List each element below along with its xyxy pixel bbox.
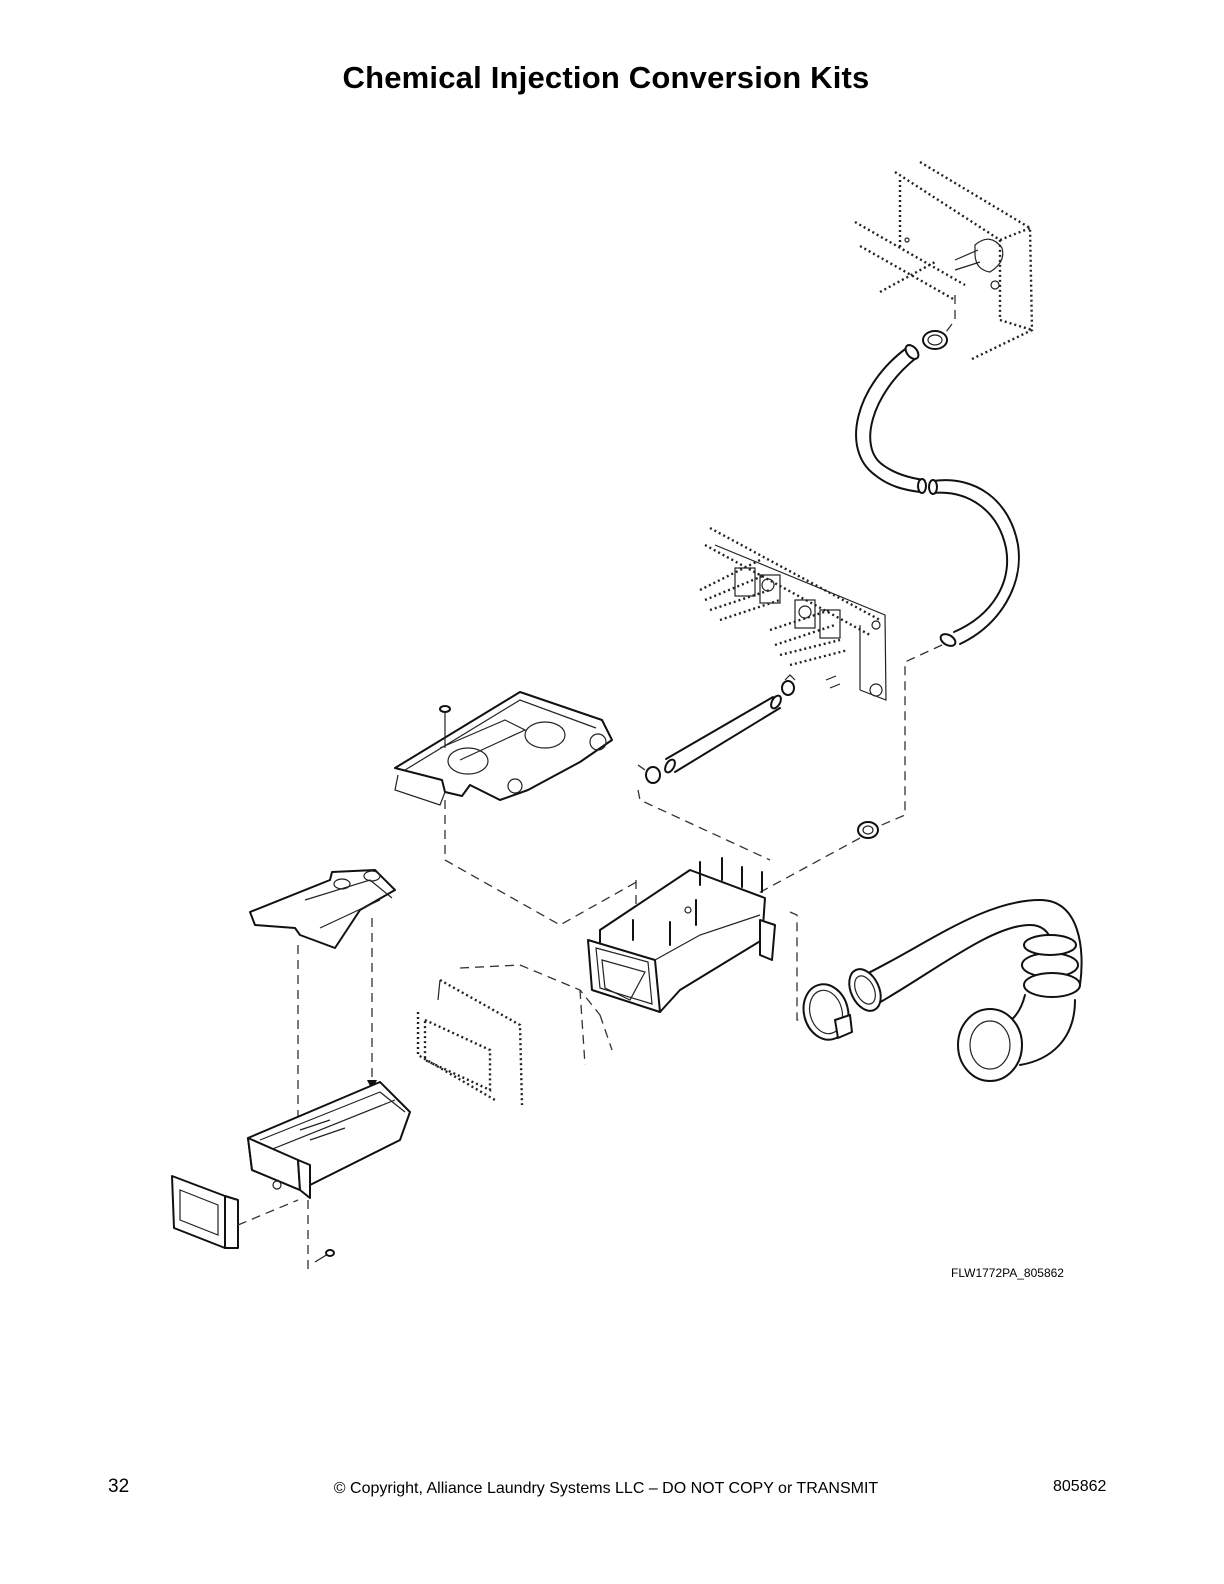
- hose-clamp-upper: [922, 330, 948, 350]
- dispenser-cover-plate: [394, 691, 641, 926]
- screw-lower: [307, 1200, 335, 1270]
- manifold-inlets: [632, 857, 763, 946]
- dispenser-drawer-front: [171, 1175, 299, 1249]
- page-number: 32: [108, 1476, 130, 1497]
- drain-hose-elbow: [848, 899, 1083, 1082]
- hose-clamp-middle: [754, 821, 879, 896]
- small-tube: [664, 694, 782, 774]
- page-title: Chemical Injection Conversion Kits: [342, 60, 870, 95]
- lower-hose: [928, 479, 1020, 647]
- figure-code: FLW1772PA_805862: [951, 1266, 1064, 1280]
- dispenser-drawer-housing: [247, 1081, 411, 1199]
- upper-hose: [855, 344, 927, 494]
- water-valve-assembly: [699, 526, 887, 701]
- document-number: 805862: [1053, 1478, 1107, 1495]
- copyright-notice: © Copyright, Alliance Laundry Systems LL…: [333, 1480, 879, 1497]
- injection-manifold: [587, 857, 776, 1013]
- cabinet-corner: [854, 160, 1034, 362]
- tube-clamps: [637, 674, 796, 861]
- hose-clamp-large: [802, 983, 853, 1041]
- cabinet-opening: [416, 964, 613, 1106]
